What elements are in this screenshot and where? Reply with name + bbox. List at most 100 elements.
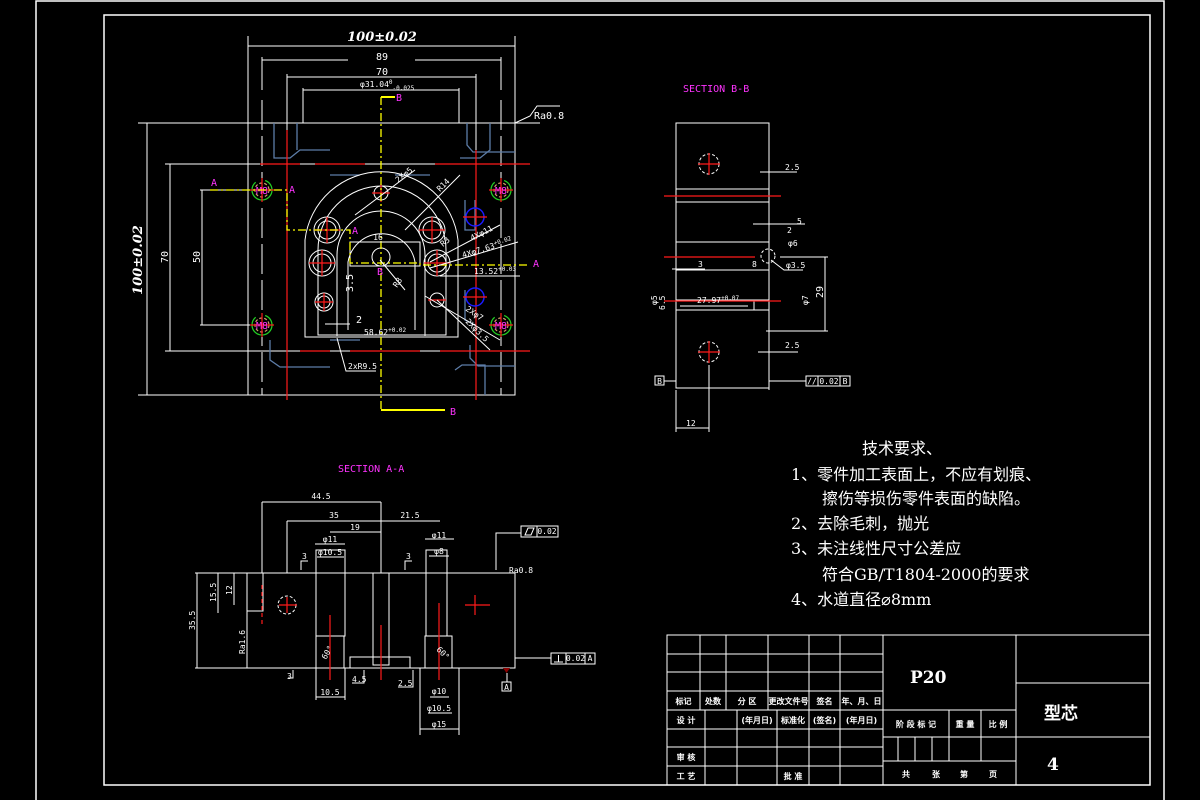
- callout-r14: R14: [435, 177, 452, 194]
- hdr-mark: 标记: [675, 696, 692, 706]
- dim-27-97: 27.97+0.07: [697, 295, 740, 305]
- dim-15-5: 15.5: [209, 583, 218, 602]
- centerlines: [261, 585, 490, 680]
- hdr-change-doc: 更改文件号: [769, 696, 809, 706]
- angle-a: 60°: [320, 644, 335, 661]
- leader: [436, 299, 491, 351]
- leader: [300, 560, 308, 570]
- dim-bore-tol-upper: 0: [389, 79, 393, 86]
- stage-mark-label: 阶 段 标 记: [896, 719, 936, 729]
- dim-29: 29: [815, 286, 826, 298]
- leader: [404, 560, 412, 570]
- thread-label: M8: [495, 186, 507, 197]
- dim-13-52-tol: +0.03: [498, 266, 516, 273]
- section-b-label-bottom: B: [450, 407, 456, 418]
- dim-phi8: φ8: [434, 547, 444, 556]
- leader: [354, 169, 416, 216]
- section-bb-mid-block: [675, 201, 770, 243]
- roughness-a: Ra1.6: [238, 630, 247, 654]
- design-date: (年月日): [741, 715, 772, 725]
- tech-req-item: 4、水道直径⌀8mm: [791, 590, 931, 609]
- section-a-label-left: A: [211, 178, 217, 189]
- datum-b: B: [657, 377, 662, 386]
- section-aa-title: SECTION A-A: [338, 464, 404, 475]
- drawing-border: [35, 0, 1165, 800]
- dim-27-97-tol: +0.07: [721, 295, 739, 302]
- dim-13-52-value: 13.52: [474, 267, 498, 276]
- hidden-edge: [269, 340, 330, 368]
- dim-phi7: φ7: [801, 295, 810, 305]
- dim-3-bottom: 3: [287, 672, 292, 681]
- sheet-total: 共: [902, 769, 910, 779]
- dim-phi11-b: φ11: [432, 531, 447, 540]
- hidden-edge: [273, 123, 330, 159]
- leader: [424, 295, 501, 341]
- section-bb-top-block: [675, 122, 770, 190]
- hdr-zone: 分 区: [738, 696, 757, 706]
- hole-phi3-5: [760, 248, 776, 264]
- datum-a-triangle: [503, 668, 510, 673]
- roughness-ra0-8: Ra0.8: [534, 111, 564, 122]
- angle-b: 60°: [435, 645, 452, 662]
- dim-58-62: 58.62+0.02: [364, 327, 407, 337]
- hole-centers: [309, 184, 487, 311]
- gdt-symbol: //: [807, 377, 817, 386]
- dim-19: 19: [350, 523, 360, 532]
- dim-phi15: φ15: [432, 720, 447, 729]
- dim-4-5: 4.5: [352, 675, 367, 684]
- dim-35: 35: [329, 511, 339, 520]
- thread-label: M8: [256, 186, 268, 197]
- section-line-a: [210, 189, 530, 266]
- gdt-parallelism-frame: // 0.02 B: [805, 375, 851, 387]
- callout-r3: R3: [439, 235, 452, 248]
- counterbore-right: [425, 549, 448, 637]
- gdt-perpendicularity-frame: 0.02 A: [550, 652, 596, 665]
- callout-4x7-63-value: 4Xφ7.63: [461, 241, 496, 260]
- dim-10-5: 10.5: [320, 688, 339, 697]
- dim-phi10: φ10: [432, 687, 447, 696]
- hdr-date: 年、月、日: [842, 696, 882, 706]
- process-label: 工 艺: [677, 771, 696, 781]
- dim-16: 16: [373, 233, 383, 242]
- dim-bore-value: φ31.04: [360, 80, 389, 89]
- sheet-current: 第: [960, 769, 968, 779]
- dim-phi3-5: φ3.5: [786, 261, 805, 270]
- hidden-edge: [460, 123, 491, 159]
- dim-phi5: φ5: [650, 295, 659, 305]
- tech-req-title: 技术要求、: [862, 439, 942, 458]
- centerlines: [664, 153, 781, 363]
- section-a-label: A: [289, 185, 295, 196]
- section-bb-bottom-block: [675, 309, 770, 389]
- dim-3: 3: [698, 260, 703, 269]
- leader: [379, 259, 406, 291]
- callout-2x5: 2Xφ5: [394, 166, 415, 185]
- hdr-signature: 签名: [816, 696, 833, 706]
- callout-2x3-5: 2Xφ3.5: [464, 317, 491, 344]
- cavity-profile-inner: [347, 233, 416, 330]
- section-a-label: A: [352, 226, 358, 237]
- part-name: 型芯: [1044, 703, 1078, 724]
- dim-12: 12: [686, 419, 696, 428]
- dim-58-62-tol: +0.02: [388, 327, 406, 334]
- dim-3-b: 3: [406, 552, 411, 561]
- dim-70-vertical: 70: [160, 251, 171, 263]
- section-b-label: B: [377, 267, 383, 278]
- gdt-leader: [495, 532, 521, 570]
- hidden-edge: [464, 200, 476, 231]
- dim-100-width: 100±0.02: [347, 30, 417, 45]
- dim-100-height: 100±0.02: [131, 225, 146, 295]
- standardization-date: (年月日): [846, 715, 877, 725]
- sheet-page: 页: [989, 770, 997, 779]
- dim-27-97-value: 27.97: [697, 296, 721, 305]
- channel: [675, 299, 755, 311]
- section-bb: SECTION B-B 2.5 5 2 φ6 3 8 φ3.5 φ5 6.5: [650, 84, 851, 432]
- dim-44-5: 44.5: [311, 492, 330, 501]
- datum-a: A: [504, 683, 509, 692]
- approve-label: 批 准: [784, 771, 803, 781]
- thread-label: M8: [495, 321, 507, 332]
- dim-phi10-5-b: φ10.5: [427, 704, 451, 713]
- dim-phi6: φ6: [788, 239, 798, 248]
- section-a-label-right: A: [533, 259, 539, 270]
- dim-bore: φ31.040-0.025: [360, 79, 415, 92]
